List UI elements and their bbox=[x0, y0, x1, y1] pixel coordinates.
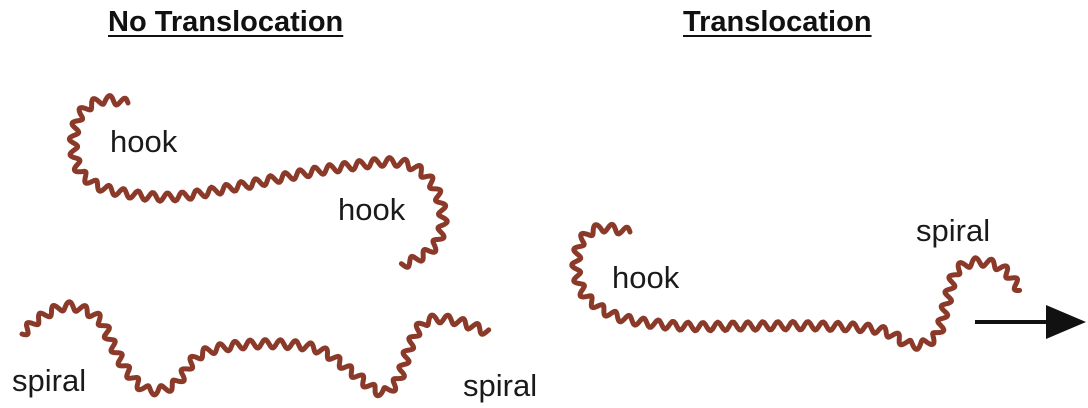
label-hook-translocating: hook bbox=[612, 260, 680, 295]
label-spiral-translocating: spiral bbox=[916, 213, 990, 248]
heading-translocation: Translocation bbox=[683, 6, 872, 38]
right-arrow-icon bbox=[975, 305, 1086, 339]
label-hook-top-left: hook bbox=[110, 124, 178, 159]
label-hook-top-right: hook bbox=[338, 192, 406, 227]
label-spiral-bottom-right: spiral bbox=[463, 368, 537, 403]
spirochete-spiral-spiral bbox=[19, 299, 492, 399]
heading-no-translocation: No Translocation bbox=[108, 6, 344, 38]
spirochete-hook-hook bbox=[66, 93, 450, 270]
spirochete-hook-spiral-translocating bbox=[569, 221, 1023, 352]
label-spiral-bottom-left: spiral bbox=[12, 363, 86, 398]
